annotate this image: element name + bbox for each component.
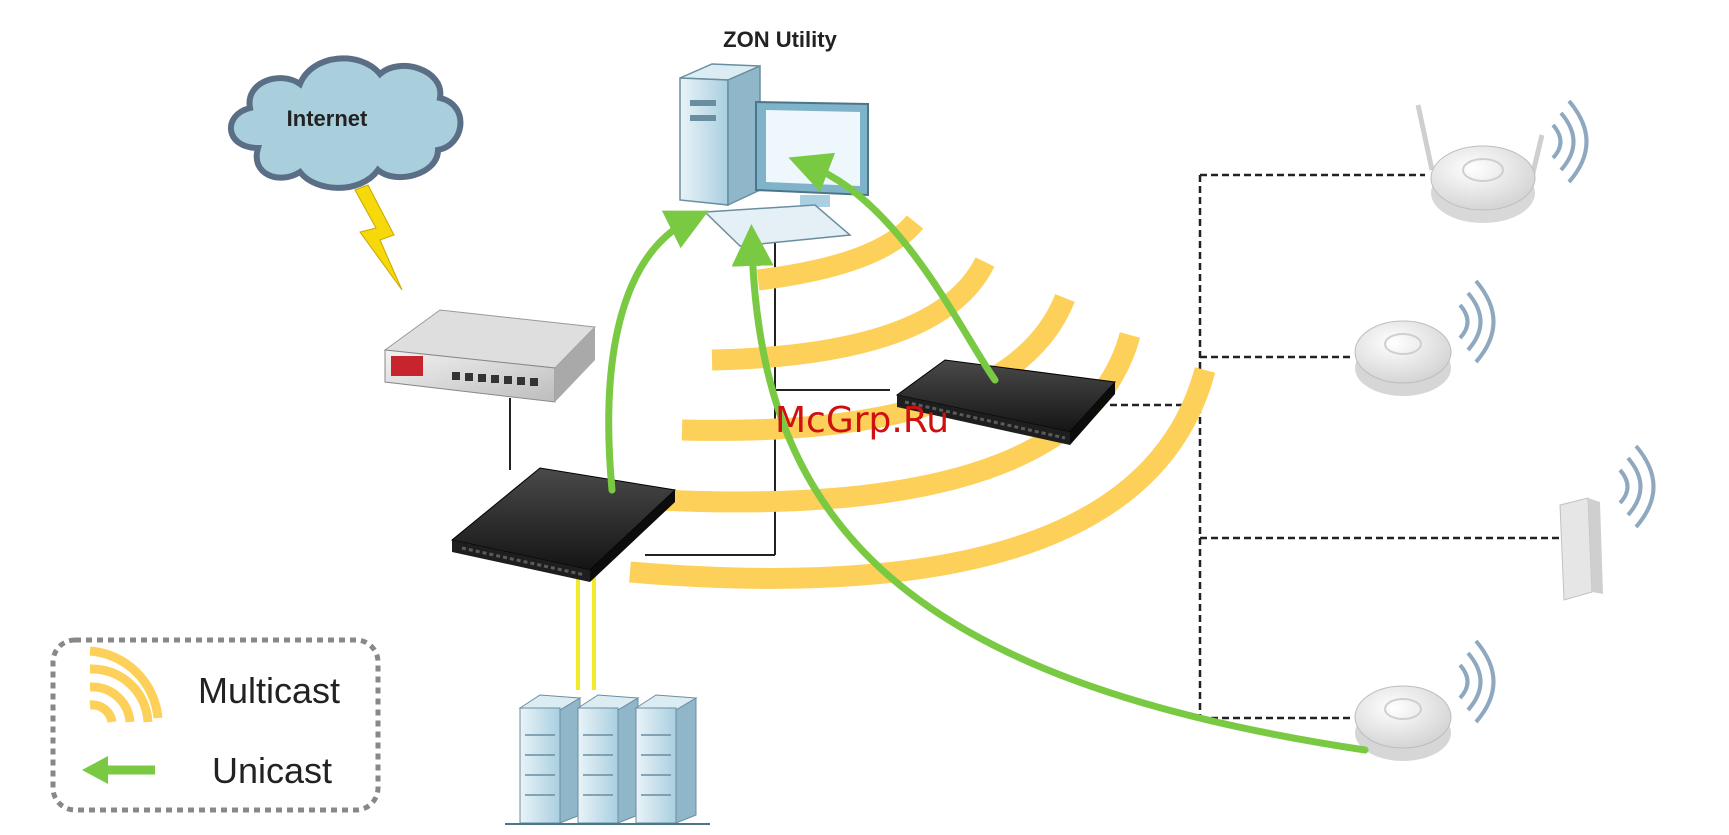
wireless-signal-icon <box>1460 641 1494 722</box>
legend-unicast-label: Unicast <box>212 750 332 791</box>
watermark-label: McGrp.Ru <box>775 400 949 441</box>
internet-cloud: Internet <box>231 58 461 187</box>
legend-multicast-label: Multicast <box>198 670 340 711</box>
desktop-computer-icon <box>680 64 868 246</box>
zon-utility-label: ZON Utility <box>723 27 837 52</box>
firewall-icon <box>385 310 595 402</box>
access-point-icon <box>1355 686 1451 761</box>
unicast-arrow-switch-to-pc <box>609 220 690 490</box>
internet-label: Internet <box>287 106 368 131</box>
access-point-icon <box>1418 105 1542 223</box>
wireless-signal-icon <box>1460 281 1494 362</box>
wireless-signal-icon <box>1553 101 1587 182</box>
server-rack-icon <box>505 695 710 824</box>
access-point-icon <box>1355 321 1451 396</box>
legend: Multicast Unicast <box>53 640 378 810</box>
unicast-arrows <box>609 165 1365 750</box>
server-links <box>578 575 594 690</box>
access-point-icon <box>1560 498 1603 600</box>
lightning-icon <box>355 185 402 290</box>
wireless-signal-icon <box>1620 446 1654 527</box>
